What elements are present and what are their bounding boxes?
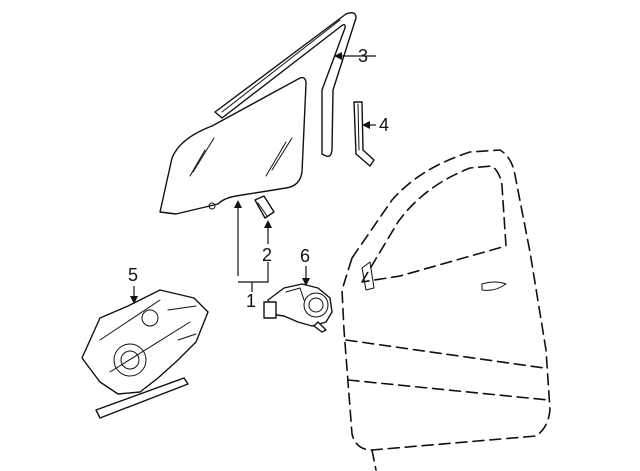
glass-clip — [254, 195, 275, 219]
door-glass — [159, 76, 307, 215]
glass-run-channel — [214, 11, 357, 158]
front-door — [341, 149, 551, 471]
channel-seal — [353, 101, 375, 167]
callout-5: 5 — [128, 265, 138, 285]
window-motor — [263, 283, 333, 333]
callout-4: 4 — [379, 115, 389, 135]
callout-6: 6 — [300, 246, 310, 266]
callout-3: 3 — [358, 46, 368, 66]
leader-lines — [130, 52, 376, 304]
callout-2: 2 — [262, 245, 272, 265]
callout-1: 1 — [246, 291, 256, 311]
window-regulator — [81, 289, 209, 419]
